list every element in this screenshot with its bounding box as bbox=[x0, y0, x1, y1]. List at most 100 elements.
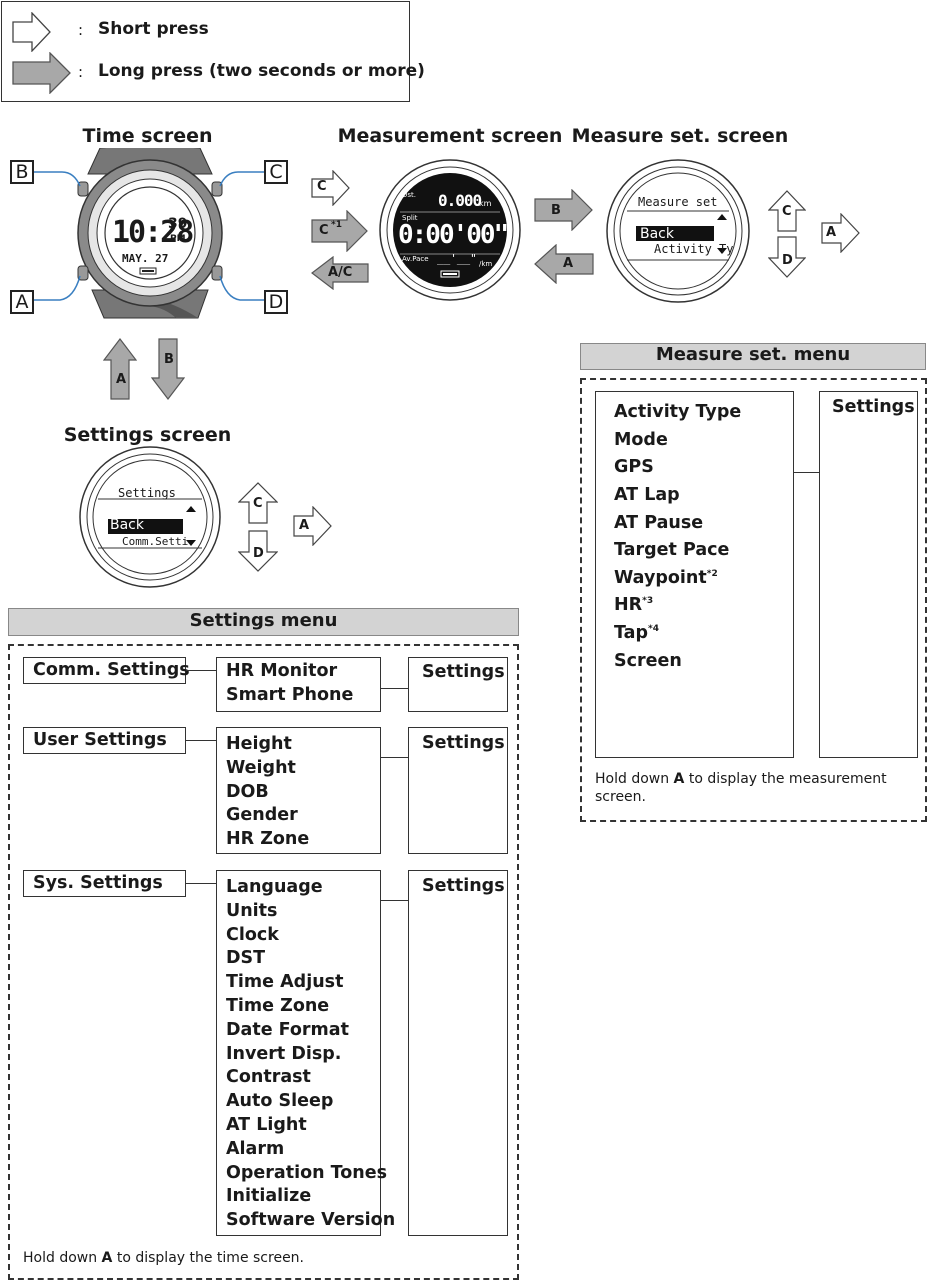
menu-item[interactable]: Smart Phone bbox=[226, 684, 354, 705]
button-a-label: A bbox=[10, 290, 34, 314]
menu-item[interactable]: Clock bbox=[226, 924, 279, 945]
menu-item[interactable]: Height bbox=[226, 734, 292, 754]
menu-item[interactable]: AT Lap bbox=[614, 484, 680, 505]
connector bbox=[186, 883, 216, 884]
set-b-arrow-icon bbox=[151, 338, 185, 400]
menu-item[interactable]: Date Format bbox=[226, 1019, 349, 1040]
split-label: Split bbox=[402, 214, 418, 222]
measure-menu-settings[interactable]: Settings bbox=[832, 397, 915, 417]
measure-menu-title: Measure set. menu bbox=[580, 343, 926, 370]
menu-item[interactable]: Mode bbox=[614, 429, 668, 450]
watch-seconds: 39 bbox=[168, 216, 188, 232]
legend-short-label: Short press bbox=[98, 19, 209, 39]
measure-menu-settings-box: Settings bbox=[819, 391, 918, 758]
menu-item[interactable]: HR Zone bbox=[226, 829, 310, 850]
a-long-arrow-icon bbox=[534, 244, 594, 284]
ms-c-arrow-icon bbox=[768, 190, 806, 232]
settings-menu-title: Settings menu bbox=[8, 608, 519, 636]
menu-item[interactable]: Invert Disp. bbox=[226, 1043, 342, 1064]
menu-item[interactable]: AT Light bbox=[226, 1114, 307, 1135]
user-settings-option[interactable]: Settings bbox=[422, 733, 505, 753]
menu-item[interactable]: AT Pause bbox=[614, 512, 704, 533]
menu-item[interactable]: DST bbox=[226, 948, 266, 969]
settings-next-display: Comm.Setti bbox=[122, 535, 189, 548]
st-a-label: A bbox=[299, 518, 310, 533]
settings-menu-frame bbox=[8, 644, 519, 1280]
user-items-box: Height Weight DOB Gender HR Zone bbox=[216, 727, 381, 854]
button-c-label: C bbox=[264, 160, 288, 184]
legend-short-sep: : bbox=[78, 21, 84, 39]
menu-item[interactable]: Operation Tones bbox=[226, 1162, 388, 1183]
legend bbox=[1, 1, 410, 102]
menu-item[interactable]: Software Version bbox=[226, 1210, 396, 1231]
menu-item[interactable]: Activity Type bbox=[614, 401, 742, 422]
c-long-arrow-icon bbox=[311, 210, 368, 252]
c-long-note: *1 bbox=[331, 220, 342, 230]
connector bbox=[186, 740, 216, 741]
c-short-arrow-icon bbox=[311, 170, 350, 206]
watch-ampm: PM bbox=[170, 234, 186, 244]
user-settings-label[interactable]: User Settings bbox=[23, 727, 186, 754]
ms-c-label: C bbox=[782, 204, 792, 219]
time-screen-title: Time screen bbox=[82, 125, 213, 147]
measurement-watch-face bbox=[379, 159, 521, 301]
connector bbox=[186, 670, 216, 671]
button-b-label: B bbox=[10, 160, 34, 184]
ms-a-label: A bbox=[826, 225, 837, 240]
sys-settings-option[interactable]: Settings bbox=[422, 876, 505, 896]
menu-item[interactable]: Units bbox=[226, 900, 278, 921]
ac-long-arrow-icon bbox=[311, 256, 369, 290]
menu-item[interactable]: Screen bbox=[614, 650, 682, 671]
menu-item[interactable]: GPS bbox=[614, 457, 654, 478]
set-b-label: B bbox=[164, 352, 174, 367]
menu-item[interactable]: Alarm bbox=[226, 1138, 285, 1159]
watch-time: 10:28 bbox=[112, 215, 194, 250]
comm-settings-label[interactable]: Comm. Settings bbox=[23, 657, 190, 684]
st-d-arrow-icon bbox=[238, 530, 278, 572]
c-short-label: C bbox=[317, 179, 327, 194]
b-long-label: B bbox=[551, 203, 561, 218]
measure-set-title-display: Measure set bbox=[638, 195, 718, 209]
menu-item[interactable]: Weight bbox=[226, 757, 296, 778]
sys-items-box: Language Units Clock DST Time Adjust Tim… bbox=[216, 870, 396, 1236]
menu-item[interactable]: HR*3 bbox=[614, 595, 654, 616]
user-settings-box: Settings bbox=[408, 727, 508, 854]
menu-item[interactable]: Target Pace bbox=[614, 539, 730, 560]
menu-item[interactable]: Contrast bbox=[226, 1067, 311, 1088]
ms-d-arrow-icon bbox=[768, 236, 806, 278]
connector bbox=[381, 688, 408, 689]
menu-item[interactable]: Time Zone bbox=[226, 995, 330, 1016]
menu-item[interactable]: HR Monitor bbox=[226, 661, 338, 681]
comm-settings-option[interactable]: Settings bbox=[422, 662, 505, 682]
measure-set-screen-title: Measure set. screen bbox=[571, 125, 789, 147]
settings-watch-face bbox=[79, 446, 221, 588]
st-d-label: D bbox=[253, 546, 264, 561]
ac-long-label: A/C bbox=[328, 265, 353, 280]
pace-unit: /km bbox=[479, 260, 493, 268]
ms-a-arrow-icon bbox=[821, 213, 860, 253]
settings-menu-note: Hold down A to display the time screen. bbox=[23, 1250, 305, 1266]
sys-settings-box: Settings bbox=[408, 870, 508, 1236]
set-a-arrow-icon bbox=[103, 338, 137, 400]
menu-item[interactable]: DOB bbox=[226, 781, 269, 802]
timer-value: 0:00'00" bbox=[398, 220, 509, 250]
menu-item[interactable]: Tap*4 bbox=[614, 622, 659, 643]
menu-item[interactable]: Time Adjust bbox=[226, 972, 344, 993]
pace-label: Av.Pace bbox=[402, 255, 429, 263]
menu-item[interactable]: Gender bbox=[226, 805, 298, 826]
connector bbox=[381, 900, 408, 901]
menu-item[interactable]: Waypoint*2 bbox=[614, 567, 718, 588]
comm-settings-box: Settings bbox=[408, 657, 508, 712]
menu-item[interactable]: Initialize bbox=[226, 1186, 312, 1207]
comm-items-box: HR Monitor Smart Phone bbox=[216, 657, 381, 712]
measure-menu-note: Hold down A to display the measurement s… bbox=[595, 771, 887, 805]
measure-set-watch-face bbox=[606, 159, 750, 303]
dst-label: Dst. bbox=[402, 191, 417, 199]
menu-item[interactable]: Language bbox=[226, 877, 323, 897]
settings-back-display: Back bbox=[110, 517, 144, 533]
c-long-label: C bbox=[319, 223, 329, 238]
long-press-arrow-icon bbox=[12, 52, 71, 94]
sys-settings-label[interactable]: Sys. Settings bbox=[23, 870, 186, 897]
menu-item[interactable]: Auto Sleep bbox=[226, 1091, 334, 1112]
st-c-label: C bbox=[253, 496, 263, 511]
